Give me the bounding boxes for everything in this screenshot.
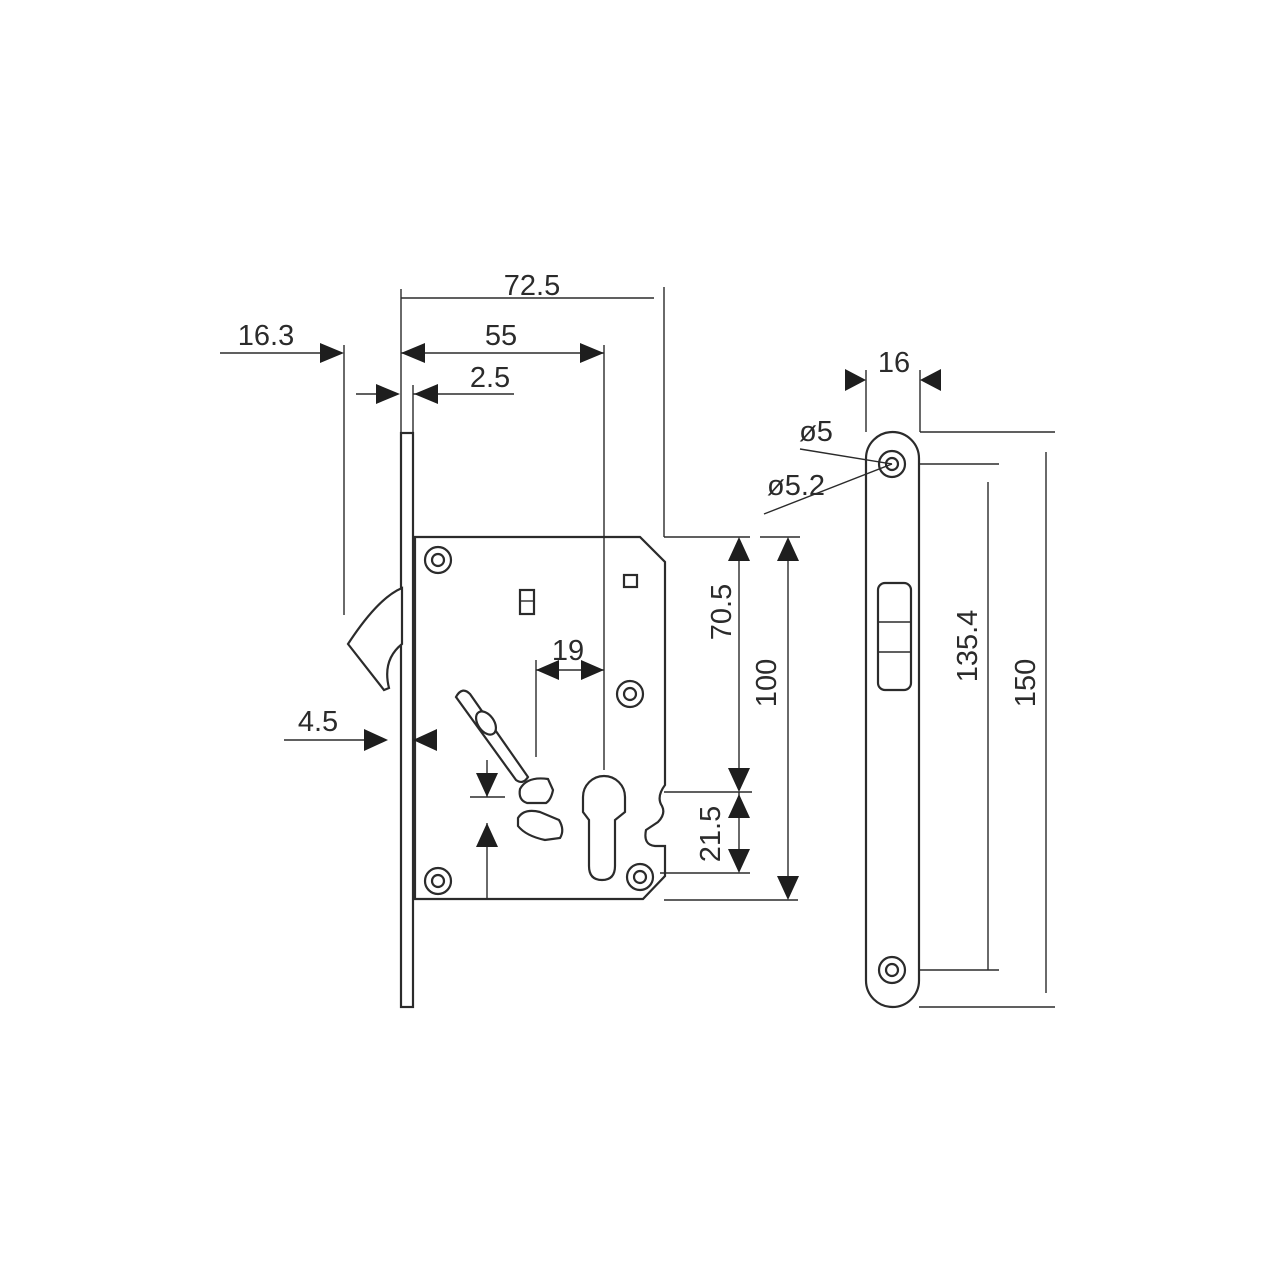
arrow	[920, 369, 941, 391]
dim-overall-width: 72.5	[504, 270, 560, 302]
strike-plate	[864, 430, 921, 1009]
dimension-labels: 72.5 55 2.5 16.3 4.5 19 70.5 100 21.5 16…	[238, 270, 1042, 862]
dim-cylinder-spacing: 21.5	[695, 806, 727, 862]
arrow	[413, 729, 437, 751]
slot-small-right	[622, 573, 639, 589]
dimension-arrows	[320, 343, 941, 900]
dim-faceplate-offset: 4.5	[298, 706, 338, 738]
arrow	[364, 729, 388, 751]
arrow	[728, 849, 750, 873]
cam-slot-upper	[518, 777, 555, 805]
strike-plate-outline	[864, 430, 921, 1009]
case-screw-hole-cylinder	[625, 862, 655, 892]
dim-hole-a: ø5	[799, 416, 833, 448]
dim-strike-hole-spacing: 135.4	[952, 610, 984, 683]
arrow	[476, 823, 498, 847]
dim-latch-hook: 16.3	[238, 320, 294, 352]
strike-hole-bottom	[877, 955, 907, 985]
oval-slot	[474, 710, 498, 736]
dim-strike-height: 150	[1010, 659, 1042, 707]
arrow	[728, 768, 750, 792]
case-screw-hole-top	[423, 545, 453, 575]
arrow	[728, 537, 750, 561]
hook-latch	[346, 586, 404, 692]
case-screw-hole-bottom	[423, 866, 453, 896]
dim-cylinder-top: 70.5	[706, 584, 738, 640]
arrow	[580, 343, 604, 363]
cylinder-cutout	[581, 774, 627, 882]
lock-case	[413, 535, 667, 901]
arrow	[376, 384, 400, 404]
dimension-lines	[220, 287, 1055, 1008]
strike-latch-window	[876, 581, 913, 692]
slot-small-left	[518, 588, 536, 616]
arrow	[320, 343, 344, 363]
arrow	[777, 876, 799, 900]
dim-hole-b: ø5.2	[767, 470, 825, 502]
case-screw-hole-middle	[615, 679, 645, 709]
dim-backset: 55	[485, 320, 517, 352]
arrow	[476, 773, 498, 797]
dim-body-height: 100	[751, 659, 783, 707]
dim-strike-width: 16	[878, 347, 910, 379]
lever-slot	[454, 689, 530, 784]
dim-spindle-edge: 19	[552, 635, 584, 667]
arrow	[414, 384, 438, 404]
arrow	[536, 660, 559, 680]
faceplate	[399, 431, 415, 1009]
arrow	[401, 343, 425, 363]
arrow	[777, 537, 799, 561]
arrow	[728, 794, 750, 818]
dim-faceplate-thickness: 2.5	[470, 362, 510, 394]
arrow	[581, 660, 604, 680]
cam-slot-lower	[516, 809, 564, 842]
arrow	[845, 369, 866, 391]
lock-body	[346, 431, 667, 1009]
